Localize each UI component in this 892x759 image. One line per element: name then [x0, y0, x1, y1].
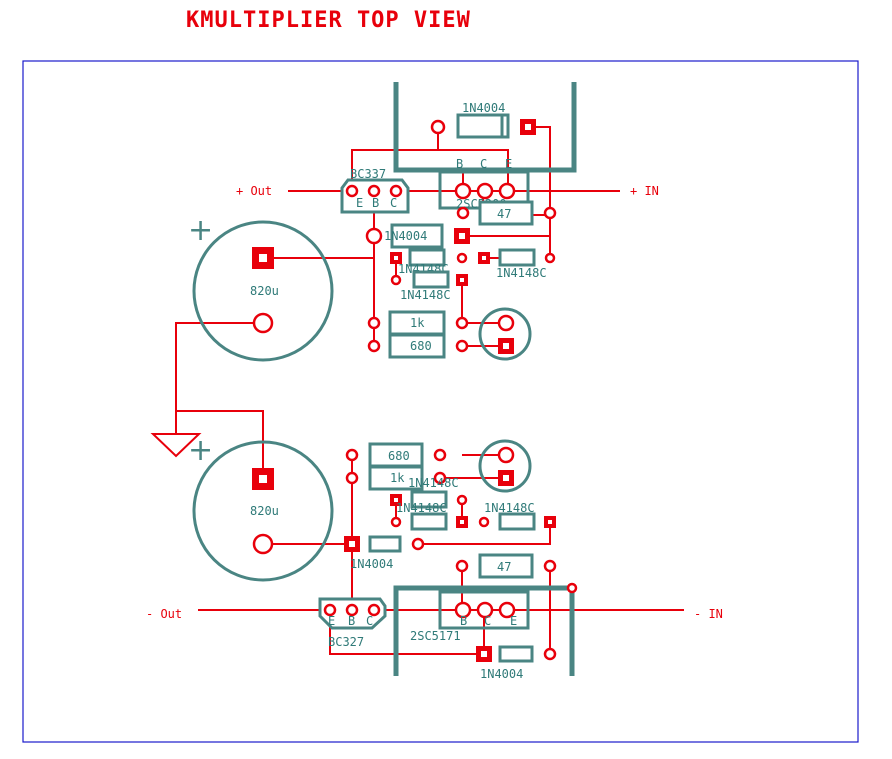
bottom-signal-diode-c: [478, 512, 556, 531]
top-bc337-pin-c: C: [390, 196, 397, 210]
bottom-bc327-pin-c: C: [366, 614, 373, 628]
bottom-in-label: - IN: [694, 607, 723, 621]
top-in-label: + IN: [630, 184, 659, 198]
bottom-diode-rail: [476, 645, 557, 663]
top-capacitor-polarity: +: [188, 213, 213, 248]
top-2sc5200-pin-c: C: [480, 157, 487, 171]
bottom-signal-diode-b-label: 1N4148C: [396, 501, 447, 515]
top-diode-rail: [365, 223, 470, 249]
bottom-capacitor-polarity: +: [188, 433, 213, 468]
top-capacitor: [192, 220, 334, 362]
bottom-2sc5171-pin-c: C: [484, 614, 491, 628]
top-diode-1n4004-label: 1N4004: [462, 101, 505, 115]
board-outline: [22, 60, 859, 743]
top-diode-rail-label: 1N4004: [384, 229, 427, 243]
bottom-2sc5171-label: 2SC5171: [410, 629, 461, 643]
bottom-capacitor-label: 820u: [250, 504, 279, 518]
bottom-section: 680 1k 1N4148C 1N4148C: [146, 433, 723, 681]
top-signal-diode-c: [390, 270, 468, 289]
bottom-2sc5171: [438, 590, 530, 630]
top-resistor-680-label: 680: [410, 339, 432, 353]
bottom-resistor-1k: [345, 465, 447, 491]
bottom-2sc5171-pin-b: B: [460, 614, 467, 628]
top-2sc5200-pin-e: E: [505, 157, 512, 171]
bottom-out-label: - Out: [146, 607, 182, 621]
bottom-signal-diode-c-label: 1N4148C: [484, 501, 535, 515]
bottom-signal-diode-a-label: 1N4148C: [408, 476, 459, 490]
top-2sc5200-pin-b: B: [456, 157, 463, 171]
bottom-resistor-47: [455, 553, 557, 579]
ground-symbol: [150, 433, 202, 458]
page-title: KMULTIPLIER TOP VIEW: [186, 8, 471, 33]
top-bc337-pin-e: E: [356, 196, 363, 210]
bottom-2sc5171-pin-e: E: [510, 614, 517, 628]
top-led: [478, 307, 532, 361]
top-resistor-47-label: 47: [497, 207, 511, 221]
top-signal-diode-b: [478, 248, 556, 267]
bottom-bc327-pin-e: E: [328, 614, 335, 628]
bottom-bc327: [318, 597, 387, 630]
top-resistor-680: [367, 333, 469, 359]
top-capacitor-label: 820u: [250, 284, 279, 298]
top-signal-diode-c-label: 1N4148C: [400, 288, 451, 302]
bottom-resistor-47-label: 47: [497, 560, 511, 574]
bottom-resistor-1k-label: 1k: [390, 471, 405, 485]
bottom-diode-main-label: 1N4004: [350, 557, 393, 571]
bottom-diode-main: [344, 535, 425, 553]
top-section: 1N4004 BC337 E B C B C E 2SC5200 47: [150, 82, 659, 479]
top-signal-diode-b-label: 1N4148C: [496, 266, 547, 280]
top-heatsink: [393, 82, 577, 173]
bottom-bc327-pin-b: B: [348, 614, 355, 628]
bottom-bc327-label: BC327: [328, 635, 364, 649]
bottom-diode-rail-label: 1N4004: [480, 667, 523, 681]
top-diode-1n4004: [430, 113, 536, 139]
bottom-capacitor: [192, 440, 334, 582]
bottom-resistor-680-label: 680: [388, 449, 410, 463]
top-resistor-1k-label: 1k: [410, 316, 425, 330]
top-resistor-47: [456, 200, 557, 226]
top-bc337: [340, 178, 410, 214]
bottom-resistor-680: [345, 442, 447, 468]
top-bc337-pin-b: B: [372, 196, 379, 210]
top-signal-diode-a: [390, 248, 468, 267]
bottom-heatsink: [393, 585, 572, 676]
top-bc337-label: BC337: [350, 167, 386, 181]
bottom-signal-diode-b: [390, 512, 468, 531]
top-out-label: + Out: [236, 184, 272, 198]
bottom-signal-diode-a: [390, 490, 468, 509]
bottom-led: [478, 439, 532, 493]
